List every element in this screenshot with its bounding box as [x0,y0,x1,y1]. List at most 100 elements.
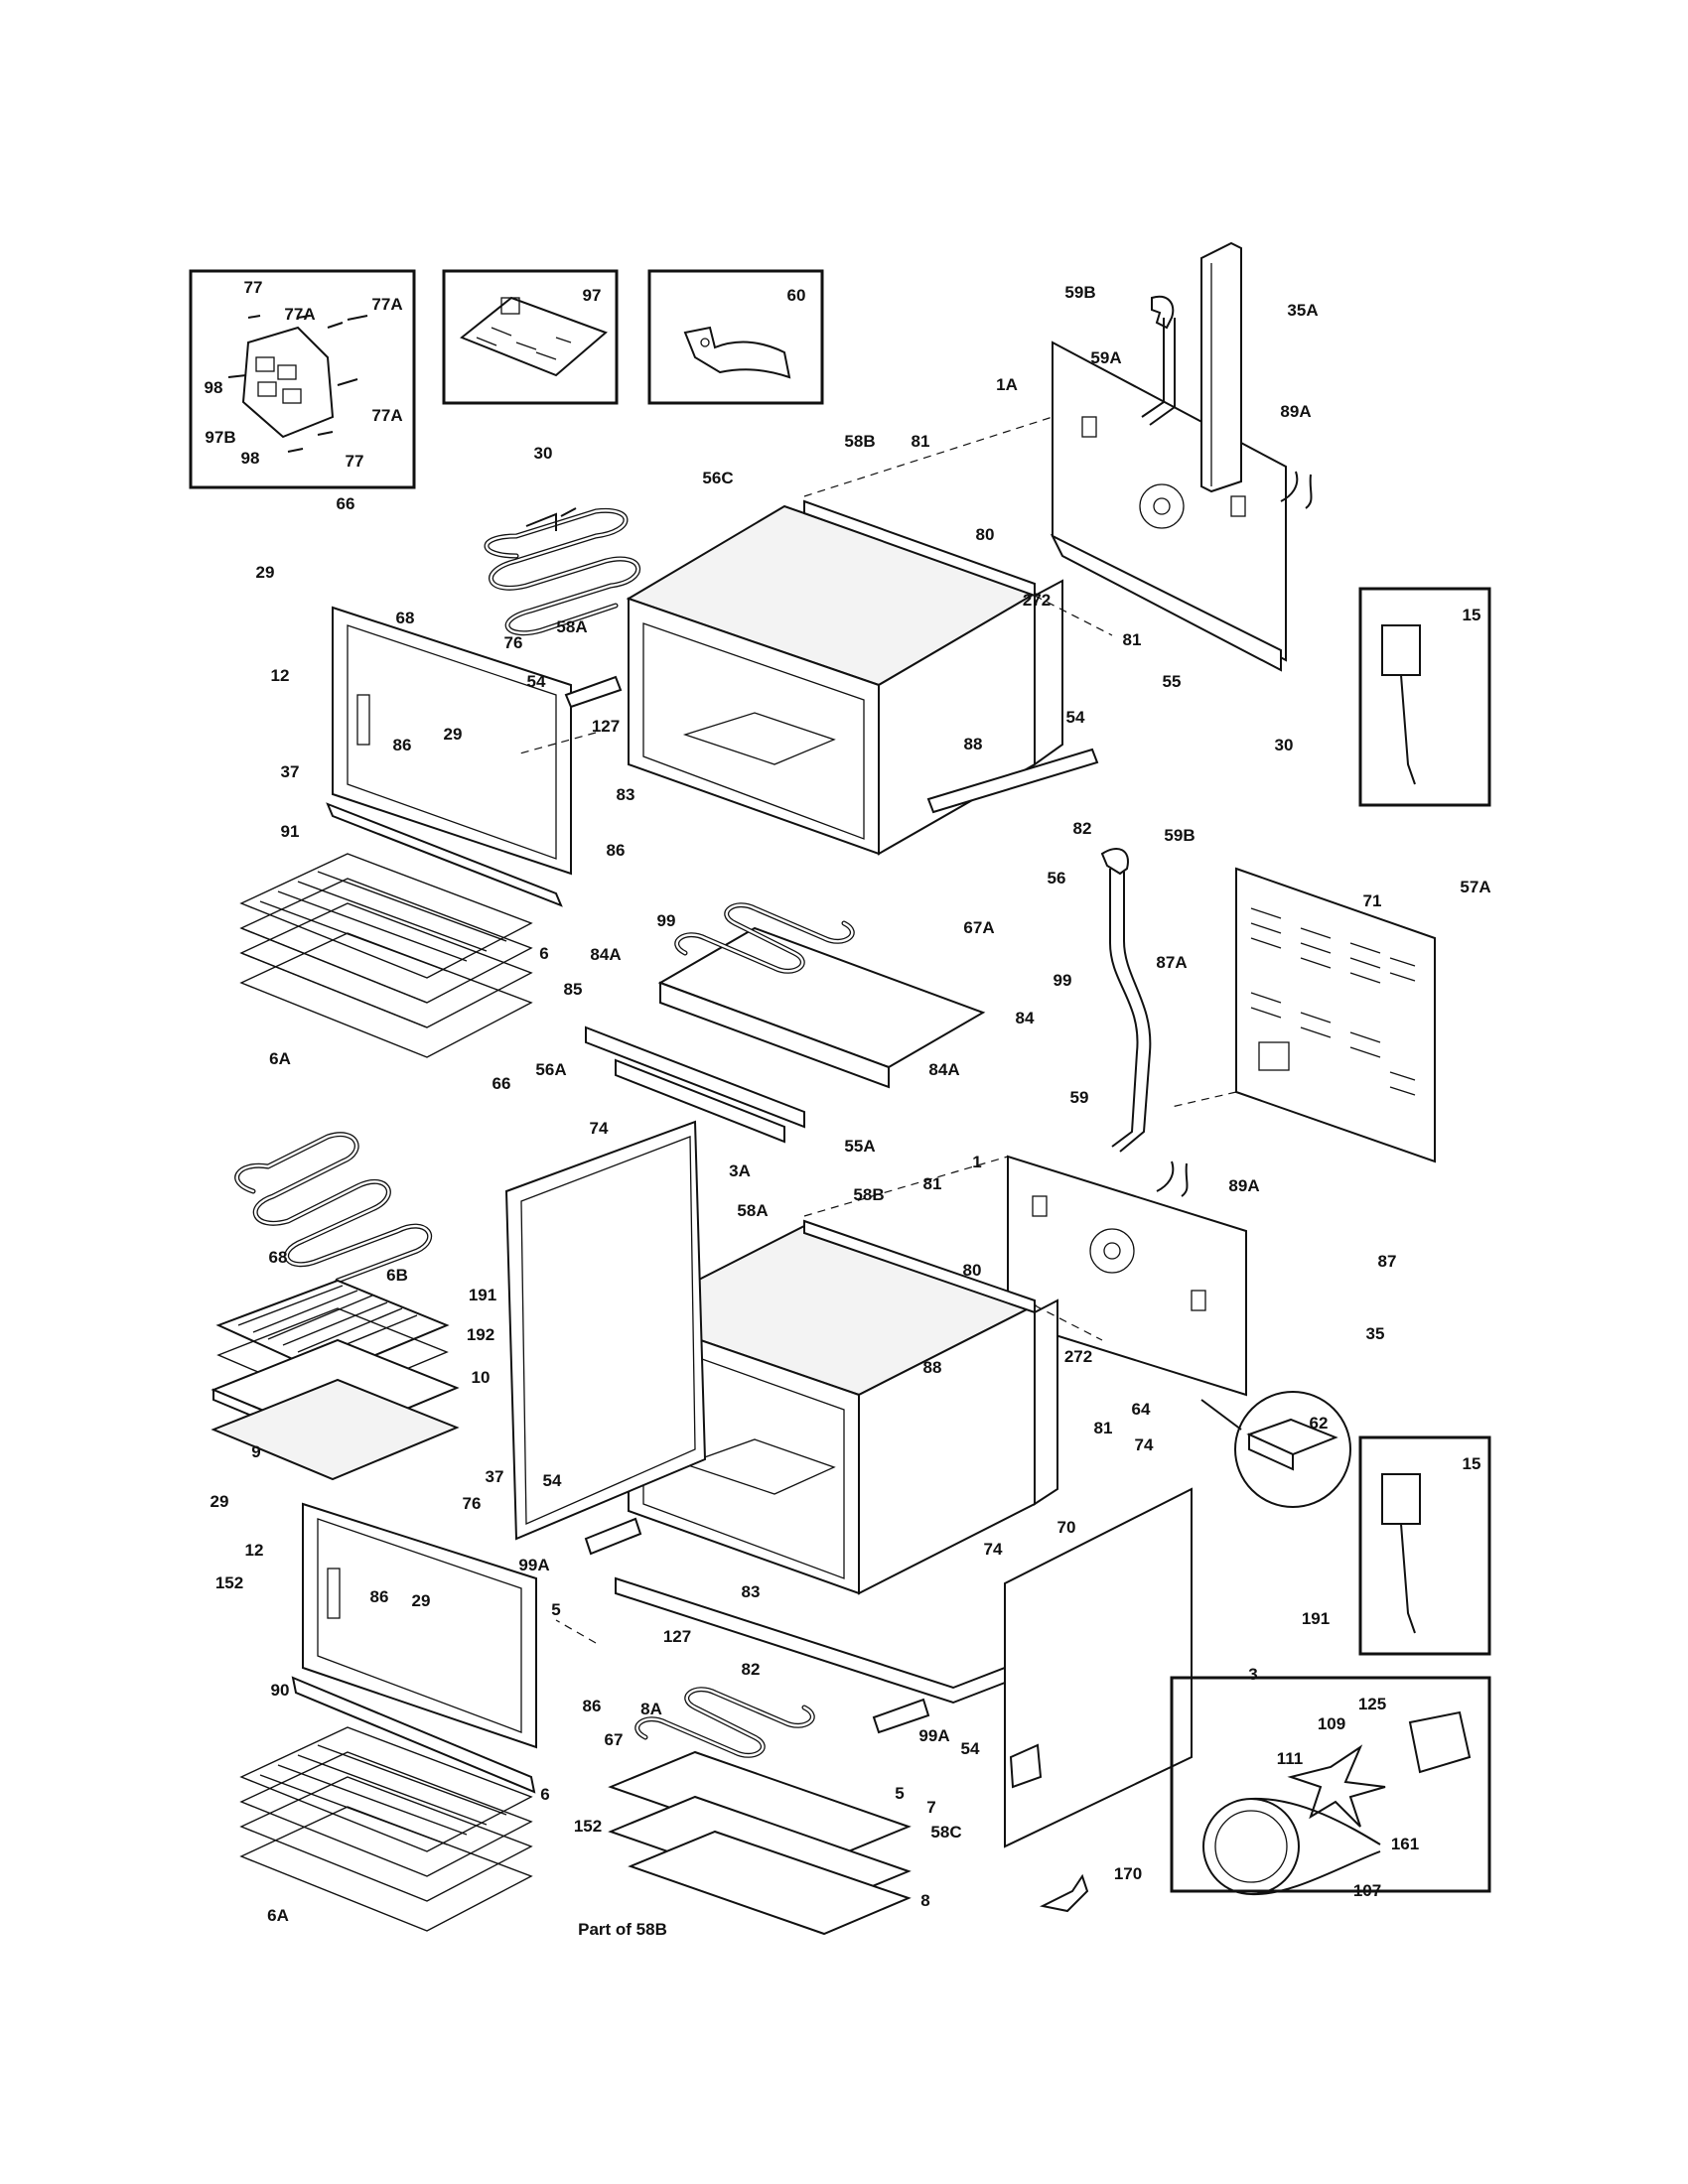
part-label: 59B [1164,826,1195,845]
bracket-170 [1039,1873,1089,1913]
part-label: 99 [657,911,676,930]
part-label: 77A [371,406,402,425]
part-label: 59B [1064,283,1095,302]
part-label: 109 [1318,1714,1345,1733]
part-label: 58A [737,1201,768,1220]
convection-fan-inset [1170,1676,1491,1896]
part-label: 191 [1302,1609,1330,1628]
part-label: 68 [396,609,415,627]
part-label: 29 [444,725,463,744]
part-label: 6A [267,1906,289,1925]
part-label: 59 [1070,1088,1089,1107]
part-label: 9 [251,1442,260,1461]
part-label: 84 [1016,1009,1035,1027]
part-label: 6 [540,1785,549,1804]
inset-relay-board [442,269,619,405]
part-label: 82 [742,1660,761,1679]
part-label: 77 [244,278,263,297]
part-label: 87 [1378,1252,1397,1271]
part-label: 29 [211,1492,229,1511]
part-label: 55 [1163,672,1182,691]
part-label: 3A [729,1161,751,1180]
part-label: 60 [787,286,806,305]
part-label: 77 [346,452,364,471]
part-label: 127 [663,1627,691,1646]
part-label: 56 [1048,869,1066,887]
part-label: 54 [1066,708,1085,727]
part-label: 66 [492,1074,511,1093]
part-label: 54 [527,672,546,691]
lower-door-seal-frame [504,1120,707,1541]
part-label: 89A [1228,1176,1259,1195]
part-label: 81 [912,432,930,451]
part-label: 29 [256,563,275,582]
part-label: 67 [605,1730,624,1749]
part-label: 62 [1310,1414,1329,1433]
part-label: 127 [592,717,620,736]
part-label: 86 [393,736,412,754]
part-label: 89A [1280,402,1311,421]
rear-vent-panel [1235,867,1436,1163]
part-label: 74 [984,1540,1003,1559]
part-label: 74 [1135,1435,1154,1454]
part-label: 59A [1090,348,1121,367]
part-label: 82 [1073,819,1092,838]
part-label: 84A [590,945,621,964]
lower-broil-element [234,1132,432,1284]
part-label: 54 [543,1471,562,1490]
lower-racks [239,1726,533,1932]
part-label: 81 [1094,1419,1113,1437]
lower-door-frame [302,1502,537,1749]
part-label: 1 [972,1153,981,1171]
part-label: 88 [923,1358,942,1377]
part-label: 58A [556,617,587,636]
part-label: 80 [963,1261,982,1280]
part-label: 30 [1275,736,1294,754]
part-label: 55A [844,1137,875,1156]
part-label: 90 [271,1681,290,1700]
part-label: 29 [412,1591,431,1610]
part-label: 77A [371,295,402,314]
part-label: 97 [583,286,602,305]
part-label: 6A [269,1049,291,1068]
upper-door-frame [332,606,572,876]
part-label: 3 [1248,1665,1257,1684]
wire-harness-89a [1156,471,1313,1197]
part-label: Part of 58B [578,1920,667,1939]
lower-vent-tube [1100,848,1152,1153]
part-label: 91 [281,822,300,841]
part-label: 8A [640,1700,662,1718]
part-label: 86 [370,1587,389,1606]
part-label: 170 [1114,1864,1142,1883]
upper-racks [239,853,533,1058]
part-label: 1A [996,375,1018,394]
part-label: 7 [926,1798,935,1817]
part-label: 81 [923,1174,942,1193]
part-label: 81 [1123,630,1142,649]
upper-bake-element-tray [657,902,986,1089]
part-label: 15 [1463,606,1481,624]
part-label: 71 [1363,891,1382,910]
upper-oven-cavity [626,499,1063,856]
part-label: 125 [1358,1695,1386,1713]
part-label: 15 [1463,1454,1481,1473]
part-label: 54 [961,1739,980,1758]
part-label: 68 [269,1248,288,1267]
part-label: 10 [472,1368,491,1387]
part-label: 8 [920,1891,929,1910]
inset-control-lower [1358,1435,1491,1656]
part-label: 98 [241,449,260,468]
part-label: 12 [271,666,290,685]
part-label: 74 [590,1119,609,1138]
part-label: 57A [1460,878,1490,896]
part-label: 192 [467,1325,494,1344]
upper-side-rails [564,675,1099,1144]
upper-broil-element [484,507,641,636]
lower-oven-cavity [626,1219,1058,1595]
part-label: 86 [607,841,626,860]
part-label: 85 [564,980,583,999]
side-panel [1004,1487,1193,1848]
broiler-pan-assembly [211,1279,460,1481]
upper-back-panel [1050,341,1287,672]
lower-bake-element-plates [608,1687,912,1936]
